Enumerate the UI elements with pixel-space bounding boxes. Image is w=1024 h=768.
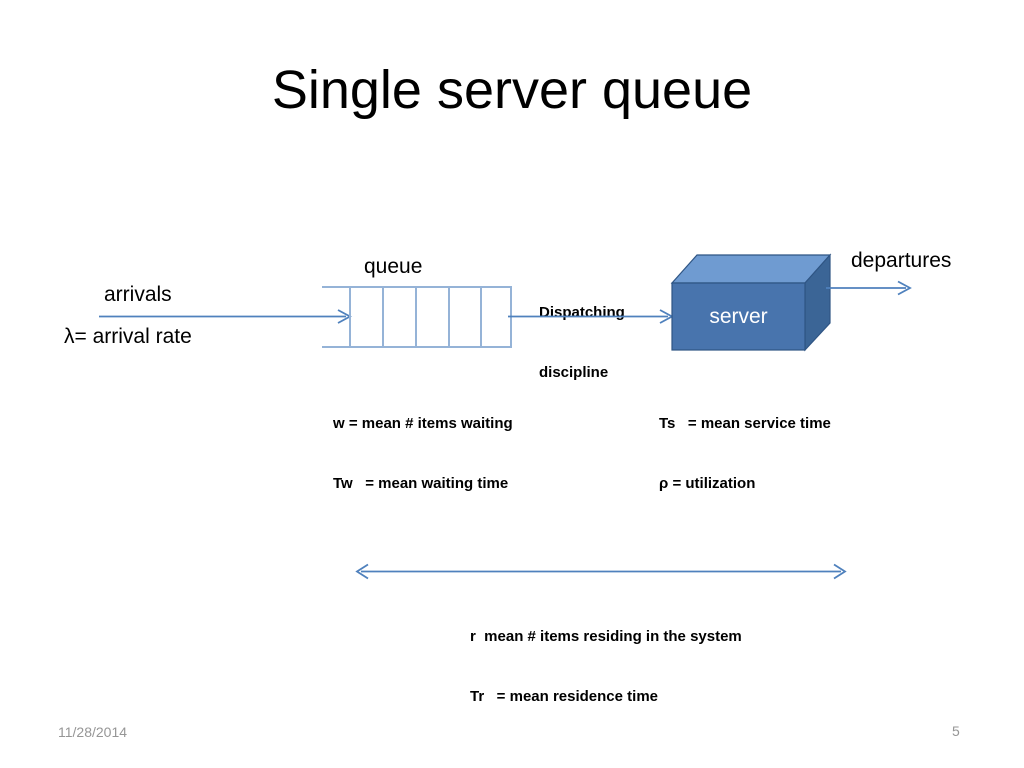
arrivals-arrow-icon <box>99 309 352 324</box>
footer-date: 11/28/2014 <box>58 724 128 740</box>
service-note: Ts = mean service time ρ = utilization <box>659 374 831 534</box>
residence-span-arrow-icon <box>355 563 847 580</box>
departures-arrow-icon <box>826 280 912 296</box>
waiting-note-line-1: w = mean # items waiting <box>333 415 513 432</box>
queue-box <box>322 286 512 348</box>
server-label: server <box>709 304 768 328</box>
queue-bottom-edge <box>322 346 512 348</box>
server-cube-icon <box>670 253 832 352</box>
residence-note-line-1: r mean # items residing in the system <box>470 628 742 645</box>
waiting-note: w = mean # items waiting Tw = mean waiti… <box>333 374 513 534</box>
queue-cell-divider <box>349 286 351 348</box>
page-title: Single server queue <box>271 60 753 120</box>
queue-label: queue <box>364 255 423 278</box>
dispatching-line-2: discipline <box>539 364 609 381</box>
footer-page-number: 5 <box>952 723 960 739</box>
dispatching-discipline-note: Dispatching discipline <box>539 263 625 423</box>
waiting-note-line-2: Tw = mean waiting time <box>333 475 509 492</box>
departures-label: departures <box>851 249 952 272</box>
server-box <box>668 250 836 356</box>
arrivals-label: arrivals <box>104 283 172 306</box>
queue-top-edge <box>322 286 512 288</box>
queue-cell-divider <box>415 286 417 348</box>
queue-cell-divider <box>382 286 384 348</box>
residence-note: r mean # items residing in the system Tr… <box>470 587 742 747</box>
service-note-line-2: ρ = utilization <box>659 475 756 492</box>
dispatch-arrow-icon <box>508 309 674 324</box>
service-note-line-1: Ts = mean service time <box>659 415 831 432</box>
arrival-rate-label: λ= arrival rate <box>64 325 192 348</box>
queue-cell-divider <box>480 286 482 348</box>
queue-cell-divider <box>448 286 450 348</box>
residence-note-line-2: Tr = mean residence time <box>470 688 659 705</box>
